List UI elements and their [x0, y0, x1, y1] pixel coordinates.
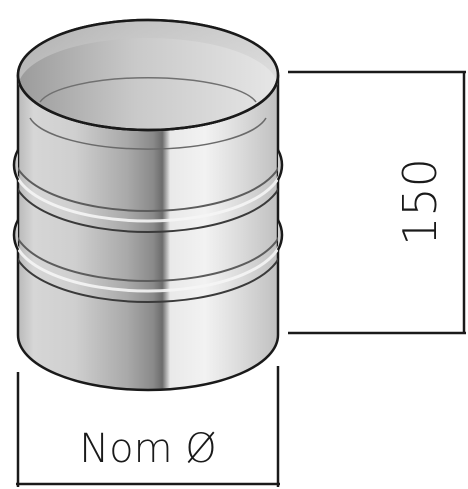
upper-rib-highlight [18, 164, 278, 223]
upper-rib-shadow [18, 154, 278, 212]
diameter-label: Nom Ø [79, 426, 217, 472]
inner-groove-line-1 [29, 117, 267, 150]
left-rib-bulge-upper [12, 149, 20, 181]
cylinder-body [12, 18, 284, 392]
lower-rib-highlight [18, 234, 278, 293]
left-rib-bulge-lower [12, 219, 20, 251]
lower-rib-shadow [18, 224, 278, 282]
upper-rib-lower [18, 175, 278, 233]
inner-groove-line-2 [39, 76, 257, 103]
height-label: 150 [393, 158, 447, 246]
top-opening-edge [16, 18, 280, 132]
groove-ribs [18, 154, 278, 303]
height-dimension: 150 [288, 70, 466, 335]
lower-rib-lower [18, 245, 278, 303]
right-rib-bulge-lower [276, 219, 284, 251]
diameter-dimension: Nom Ø [16, 366, 280, 487]
inner-back-wall [18, 20, 278, 88]
right-rib-bulge-upper [276, 149, 284, 181]
